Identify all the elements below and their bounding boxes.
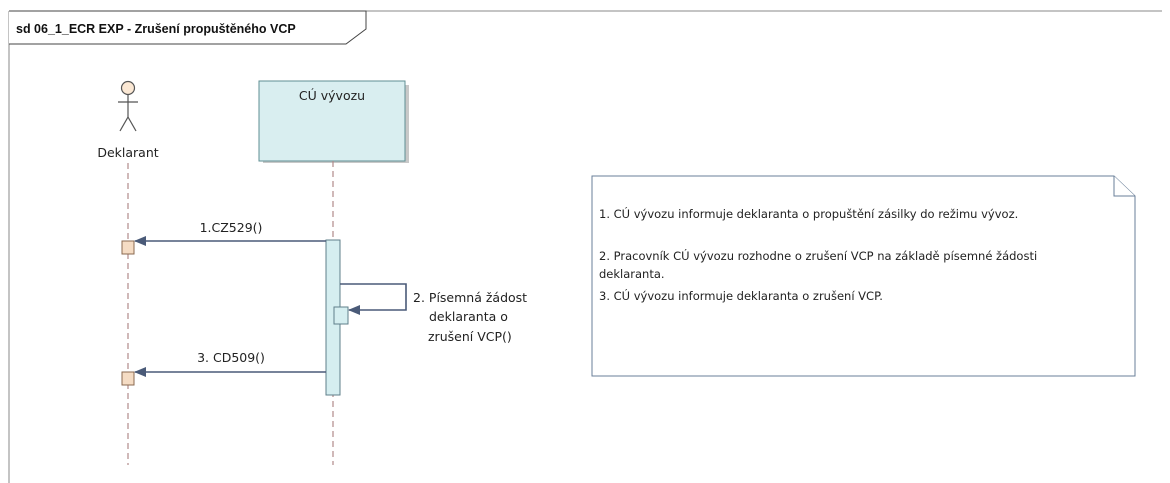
note-folded-corner — [1113, 176, 1135, 197]
note-line-5: 3. CÚ vývozu informuje deklaranta o zruš… — [599, 288, 883, 303]
actor-label: Deklarant — [97, 145, 158, 160]
message-1: 1.CZ529() — [134, 220, 326, 246]
frame-title-tab — [9, 10, 367, 45]
object-label: CÚ vývozu — [299, 88, 365, 103]
actor-activation-1 — [121, 240, 135, 255]
diagram-frame: sd 06_1_ECR EXP - Zrušení propuštěného V… — [8, 10, 1162, 483]
note-body — [591, 175, 1136, 377]
message-1-label: 1.CZ529() — [200, 220, 263, 235]
message-3-label: 3. CD509() — [197, 350, 265, 365]
message-2: 2. Písemná žádost deklaranta o zrušení V… — [340, 283, 527, 344]
actor-figure-icon — [118, 80, 138, 132]
message-2-label-line-3: zrušení VCP() — [428, 329, 512, 344]
note-line-1: 1. CÚ vývozu informuje deklaranta o prop… — [599, 206, 1018, 221]
actor-activation-3 — [121, 371, 135, 386]
object-box — [258, 80, 406, 162]
frame-title: sd 06_1_ECR EXP - Zrušení propuštěného V… — [16, 22, 296, 36]
object-self-activation — [333, 306, 349, 325]
note: 1. CÚ vývozu informuje deklaranta o prop… — [591, 175, 1136, 377]
lifeline-deklarant: Deklarant — [97, 80, 159, 465]
message-2-arrow — [340, 283, 407, 315]
lifeline-cu-vyvozu: CÚ vývozu — [258, 80, 409, 465]
message-2-label-line-1: 2. Písemná žádost — [413, 290, 527, 305]
note-line-3: 2. Pracovník CÚ vývozu rozhodne o zrušen… — [599, 248, 1037, 263]
message-2-label-line-2: deklaranta o — [429, 309, 508, 324]
message-3: 3. CD509() — [134, 350, 326, 377]
note-line-4: deklaranta. — [599, 267, 665, 281]
